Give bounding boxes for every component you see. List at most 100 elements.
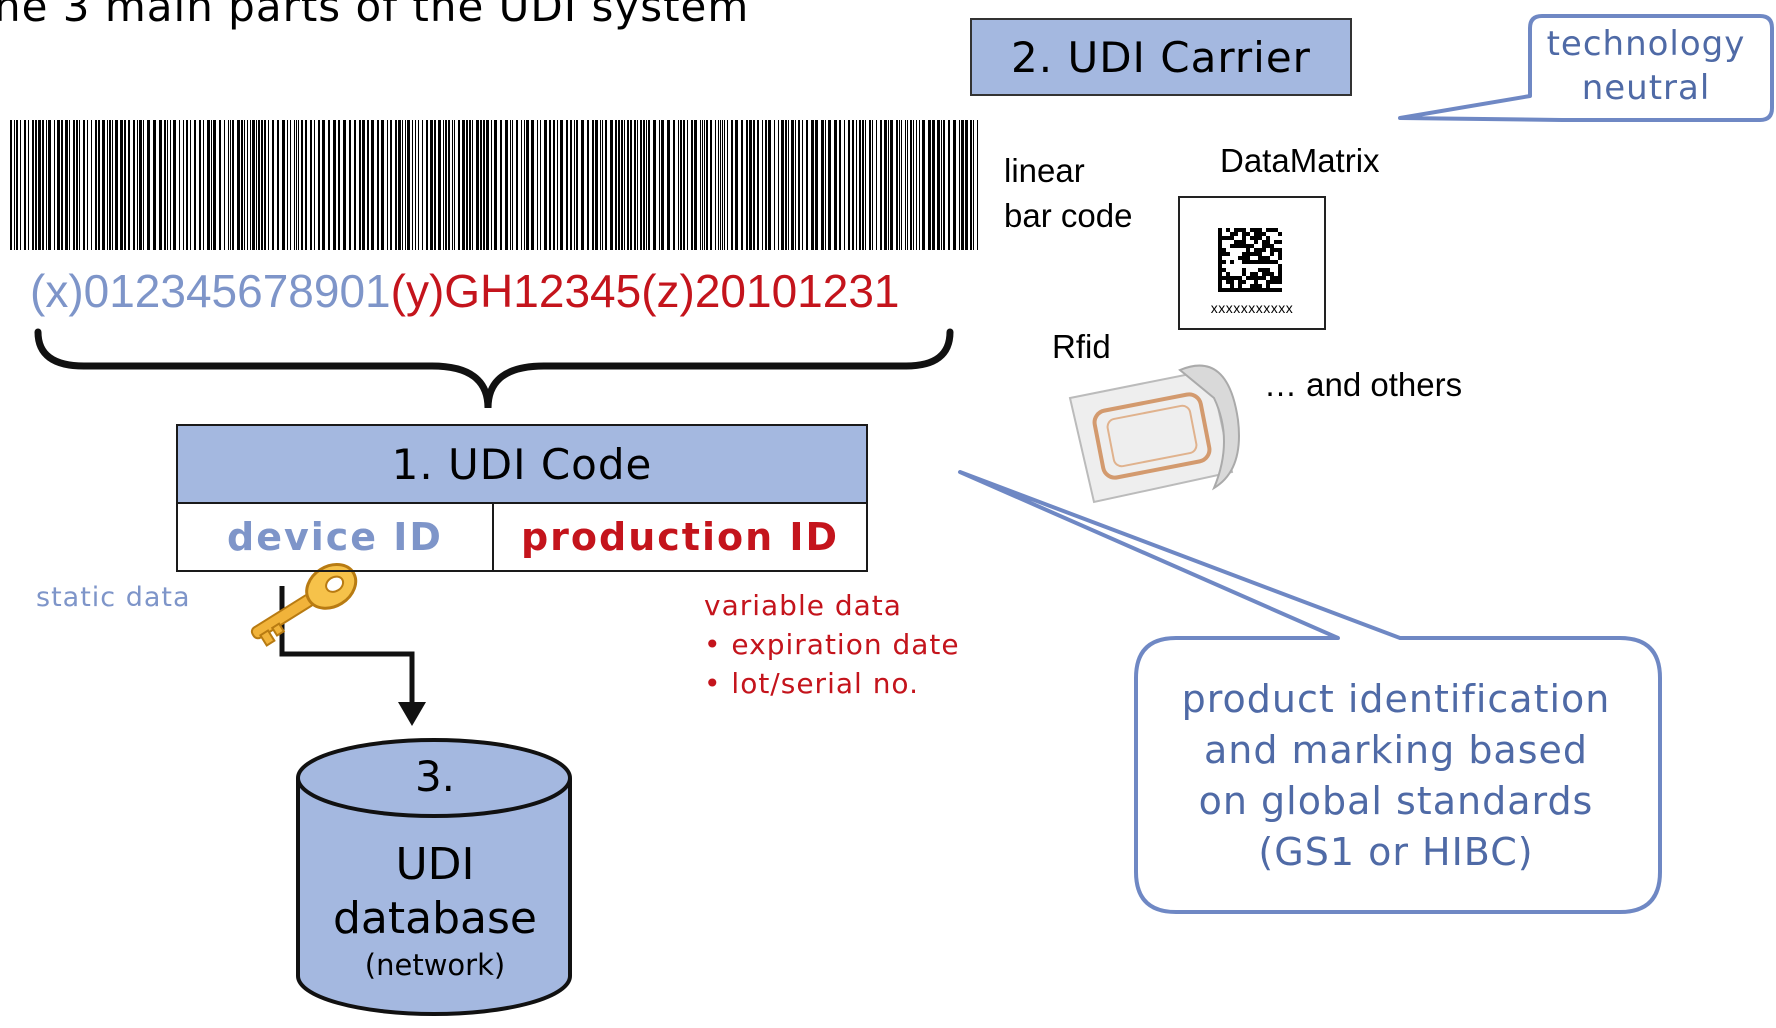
barcode-bar bbox=[637, 120, 638, 250]
datamatrix-cell bbox=[1222, 276, 1226, 280]
datamatrix-cell bbox=[1226, 280, 1230, 284]
datamatrix-cell bbox=[1266, 272, 1270, 276]
barcode-bar bbox=[458, 120, 460, 250]
datamatrix-cell bbox=[1222, 268, 1226, 272]
datamatrix-cell bbox=[1230, 236, 1234, 240]
datamatrix-cell bbox=[1262, 248, 1266, 252]
datamatrix-cell bbox=[1226, 276, 1230, 280]
datamatrix-cell bbox=[1234, 232, 1238, 236]
production-id-cell: production ID bbox=[520, 515, 840, 559]
datamatrix-cell bbox=[1266, 256, 1270, 260]
barcode-bar bbox=[811, 120, 814, 250]
barcode-bar bbox=[802, 120, 803, 250]
datamatrix-cell bbox=[1222, 260, 1226, 264]
datamatrix-cell bbox=[1250, 260, 1254, 264]
barcode-bar bbox=[700, 120, 701, 250]
barcode-bar bbox=[83, 120, 85, 250]
barcode-bar bbox=[87, 120, 88, 250]
datamatrix-cell bbox=[1234, 228, 1238, 232]
barcode-bar bbox=[749, 120, 752, 250]
datamatrix-cell bbox=[1226, 228, 1230, 232]
datamatrix-cell bbox=[1246, 232, 1250, 236]
barcode-bar bbox=[574, 120, 575, 250]
datamatrix-cell bbox=[1222, 236, 1226, 240]
barcode-bar bbox=[768, 120, 771, 250]
barcode-bar bbox=[483, 120, 485, 250]
barcode-bar bbox=[310, 120, 312, 250]
barcode-bar bbox=[722, 120, 723, 250]
barcode-bar bbox=[415, 120, 416, 250]
barcode-bar bbox=[73, 120, 75, 250]
datamatrix-cell bbox=[1218, 232, 1222, 236]
rfid-tag-icon bbox=[1068, 364, 1240, 504]
barcode-bar bbox=[24, 120, 26, 250]
barcode-bar bbox=[469, 120, 471, 250]
datamatrix-cell bbox=[1266, 260, 1270, 264]
barcode-bar bbox=[624, 120, 625, 250]
barcode-bar bbox=[445, 120, 447, 250]
datamatrix-cell bbox=[1270, 228, 1274, 232]
datamatrix-cell bbox=[1254, 232, 1258, 236]
barcode-bar bbox=[560, 120, 563, 250]
barcode-text: (x)012345678901(y)GH12345(z)20101231 bbox=[30, 264, 900, 318]
datamatrix-cell bbox=[1262, 272, 1266, 276]
variable-data-item: • expiration date bbox=[704, 628, 960, 661]
barcode-bar bbox=[549, 120, 551, 250]
barcode-bar bbox=[91, 120, 92, 250]
datamatrix-cell bbox=[1230, 280, 1234, 284]
barcode-bar bbox=[159, 120, 162, 250]
datamatrix-cell bbox=[1218, 280, 1222, 284]
barcode-bar bbox=[314, 120, 315, 250]
datamatrix-cell bbox=[1230, 288, 1234, 292]
barcode-bar bbox=[252, 120, 255, 250]
datamatrix-cell bbox=[1242, 240, 1246, 244]
barcode-bar bbox=[296, 120, 297, 250]
barcode-bar bbox=[115, 120, 118, 250]
barcode-bar bbox=[46, 120, 47, 250]
datamatrix-cell bbox=[1242, 252, 1246, 256]
datamatrix-cell bbox=[1242, 236, 1246, 240]
datamatrix-cell bbox=[1250, 288, 1254, 292]
datamatrix-cell bbox=[1262, 260, 1266, 264]
datamatrix-cell bbox=[1218, 260, 1222, 264]
callout-line: product identification bbox=[1181, 677, 1611, 721]
barcode-bar bbox=[367, 120, 369, 250]
datamatrix-cell bbox=[1270, 252, 1274, 256]
barcode-bar bbox=[852, 120, 854, 250]
barcode-bar bbox=[615, 120, 617, 250]
barcode-bar bbox=[232, 120, 234, 250]
barcode-bar bbox=[516, 120, 518, 250]
callout-line: on global standards bbox=[1198, 779, 1594, 823]
barcode-bar bbox=[290, 120, 291, 250]
datamatrix-cell bbox=[1246, 260, 1250, 264]
barcode-bar bbox=[264, 120, 266, 250]
datamatrix-cell bbox=[1250, 252, 1254, 256]
barcode-bar bbox=[139, 120, 142, 250]
barcode-bar bbox=[659, 120, 660, 250]
barcode-bar bbox=[919, 120, 920, 250]
barcode-bar bbox=[741, 120, 743, 250]
datamatrix-cell bbox=[1266, 284, 1270, 288]
brace bbox=[34, 328, 954, 409]
barcode-bar bbox=[566, 120, 568, 250]
barcode-bar bbox=[648, 120, 650, 250]
barcode-bar bbox=[407, 120, 410, 250]
datamatrix-cell bbox=[1230, 284, 1234, 288]
datamatrix-cell bbox=[1218, 272, 1222, 276]
datamatrix-cell bbox=[1266, 280, 1270, 284]
datamatrix-cell bbox=[1242, 260, 1246, 264]
barcode-bar bbox=[798, 120, 800, 250]
datamatrix-cell bbox=[1258, 288, 1262, 292]
barcode-bar bbox=[354, 120, 356, 250]
datamatrix-cell bbox=[1278, 248, 1282, 252]
barcode-bar bbox=[381, 120, 384, 250]
barcode-bar bbox=[839, 120, 841, 250]
datamatrix-cell bbox=[1254, 236, 1258, 240]
barcode-bar bbox=[505, 120, 508, 250]
barcode-bar bbox=[35, 120, 37, 250]
barcode-bar bbox=[757, 120, 759, 250]
barcode-bar bbox=[570, 120, 572, 250]
barcode-bar bbox=[199, 120, 201, 250]
datamatrix-cell bbox=[1258, 228, 1262, 232]
barcode-bar bbox=[673, 120, 675, 250]
